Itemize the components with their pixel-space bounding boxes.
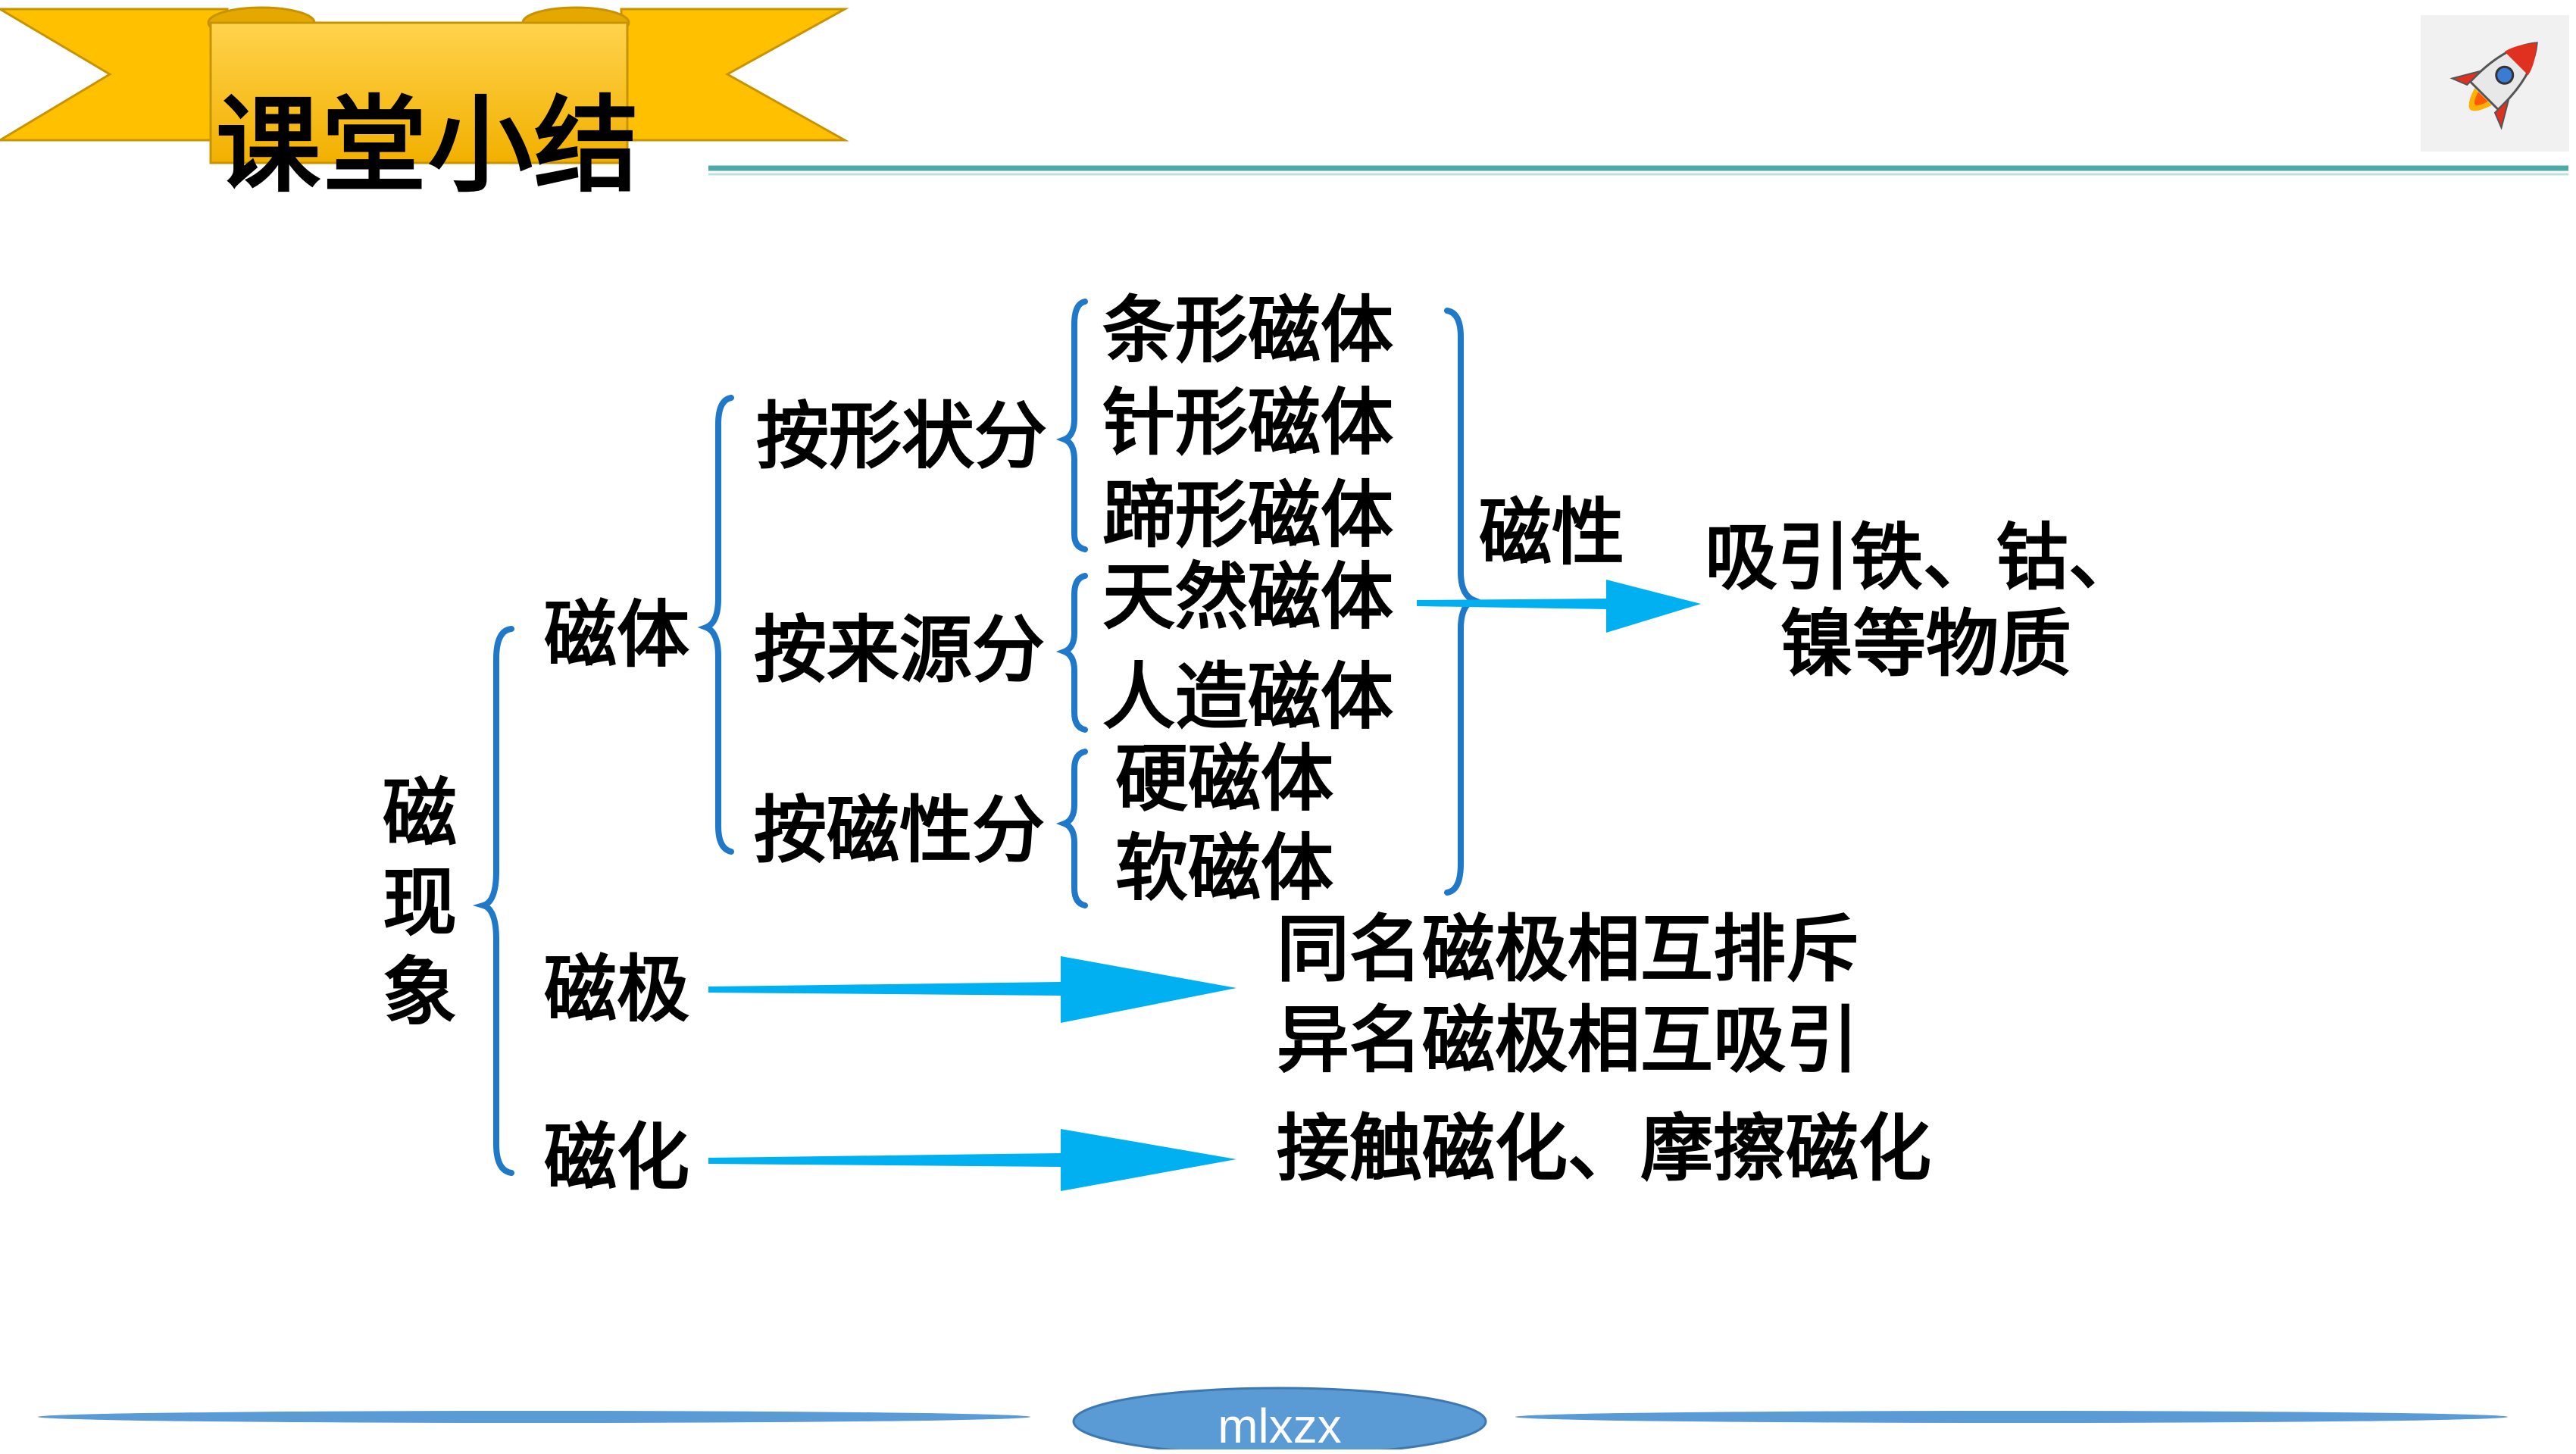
footer-bar-left xyxy=(38,1411,1030,1423)
magnetization-result: 接触磁化、摩擦磁化 xyxy=(1277,1106,1931,1191)
magnetization-arrow xyxy=(708,1129,1236,1191)
branch-magnetization: 磁化 xyxy=(544,1115,689,1200)
magnetism-result-line1: 吸引铁、钴、 xyxy=(1705,515,2141,600)
shape-brace xyxy=(1055,299,1088,552)
root-brace xyxy=(472,626,514,1176)
page-title: 课堂小结 xyxy=(216,85,641,207)
footer-label: mlxzx xyxy=(1218,1399,1342,1453)
magnetism-arrow xyxy=(1417,580,1701,633)
magnetism-result-line2: 镍等物质 xyxy=(1780,602,2071,686)
pole-result-line2: 异名磁极相互吸引 xyxy=(1277,998,1859,1083)
hard-magnet: 硬磁体 xyxy=(1115,736,1333,821)
classify-by-shape: 按形状分 xyxy=(756,394,1047,479)
branch-magnet: 磁体 xyxy=(544,593,689,677)
horseshoe-magnet: 蹄形磁体 xyxy=(1102,473,1393,558)
root-label: 磁现象 xyxy=(383,771,458,1036)
source-brace xyxy=(1055,573,1088,733)
rocket-icon[interactable] xyxy=(2421,15,2569,152)
branch-pole: 磁极 xyxy=(544,947,689,1032)
poles-arrow xyxy=(708,956,1236,1023)
classify-by-source: 按来源分 xyxy=(754,608,1045,693)
artificial-magnet: 人造磁体 xyxy=(1102,655,1393,740)
footer-pill xyxy=(1072,1387,1487,1449)
bar-magnet: 条形磁体 xyxy=(1102,288,1393,373)
soft-magnet: 软磁体 xyxy=(1115,826,1333,911)
pole-result-line1: 同名磁极相互排斥 xyxy=(1277,907,1859,992)
magnet-brace xyxy=(697,395,734,855)
magnetism-type-brace xyxy=(1055,749,1088,908)
classify-by-magnetism: 按磁性分 xyxy=(754,788,1045,873)
needle-magnet: 针形磁体 xyxy=(1102,380,1393,465)
footer-bar-right xyxy=(1515,1411,2508,1423)
magnetism-label: 磁性 xyxy=(1479,490,1624,575)
natural-magnet: 天然磁体 xyxy=(1102,555,1393,639)
title-banner xyxy=(0,6,849,164)
